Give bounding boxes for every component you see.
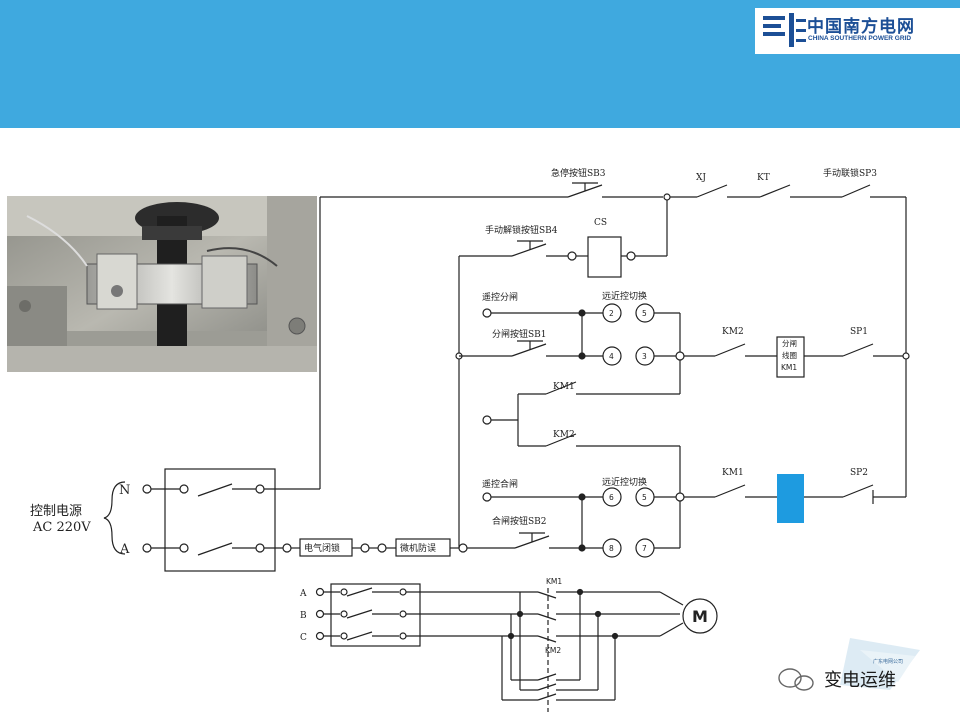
close-coil — [777, 474, 804, 523]
logo-english-name: CHINA SOUTHERN POWER GRID — [808, 35, 912, 42]
contact-number: 6 — [609, 493, 614, 502]
cs-coil — [587, 236, 622, 278]
coil1-text-1: 分闸 — [782, 339, 797, 348]
switch-bottom-label: 远近控切换 — [602, 476, 647, 488]
power-label-1: 控制电源 — [30, 504, 82, 519]
breaker-box — [164, 468, 276, 572]
motor-label: M — [692, 607, 708, 626]
xj-label: XJ — [696, 173, 706, 183]
cs-label: CS — [594, 218, 607, 228]
watermark-text: 变电运维 — [824, 670, 896, 691]
sb4-label: 手动解锁按钮SB4 — [485, 224, 558, 236]
equipment-photo — [7, 196, 317, 372]
km2-mid-label: KM2 — [553, 430, 575, 440]
company-logo: 中国南方电网 CHINA SOUTHERN POWER GRID — [755, 8, 960, 54]
coil1-text-2: 线圈 — [782, 350, 797, 360]
sp2-label: SP2 — [850, 468, 868, 478]
km1-bottom-label: KM1 — [722, 468, 744, 478]
contact-number: 4 — [609, 352, 614, 361]
km1-mid-label: KM1 — [553, 382, 575, 392]
contact-number: 5 — [642, 309, 647, 318]
sp3-label: 手动联锁SP3 — [823, 167, 877, 179]
phase-c-label: C — [300, 633, 307, 643]
contact-number: 8 — [609, 544, 614, 553]
contact-number: 7 — [642, 544, 647, 553]
kt-label: KT — [757, 173, 770, 183]
estop-label: 急停按钮SB3 — [551, 167, 606, 179]
phase-b-label: B — [300, 611, 307, 621]
contact-number: 2 — [609, 309, 614, 318]
km2-top-label: KM2 — [722, 327, 744, 337]
contact-number: 3 — [642, 352, 647, 361]
contact-number: 5 — [642, 493, 647, 502]
switch-top-label: 远近控切换 — [602, 290, 647, 302]
grid-logo-icon — [763, 13, 806, 47]
wechat-icon — [778, 668, 814, 691]
coil1-text-3: KM1 — [781, 363, 797, 372]
sb1-label: 分闸按钮SB1 — [492, 328, 547, 340]
motor-icon — [682, 598, 718, 634]
sb2-label: 合闸按钮SB2 — [492, 515, 547, 527]
n-terminal-label: N — [119, 483, 130, 498]
motor-km1-label: KM1 — [546, 577, 562, 586]
power-label-2: AC 220V — [32, 520, 91, 535]
sp1-label: SP1 — [850, 327, 868, 337]
watermark-sub: 广东电网公司 — [873, 658, 903, 665]
remote-close-label: 遥控合闸 — [482, 478, 518, 490]
open-coil-km1 — [776, 336, 805, 378]
watermark: 广东电网公司 变电运维 — [770, 630, 960, 720]
elec-lock-label: 电气闭锁 — [304, 542, 340, 554]
a-terminal-label: A — [119, 542, 130, 557]
phase-a-label: A — [299, 589, 307, 599]
micro-lock-label: 微机防误 — [400, 542, 436, 554]
motor-km2-label: KM2 — [545, 646, 561, 655]
logo-chinese-name: 中国南方电网 — [807, 17, 915, 37]
motor-main-circuit — [315, 583, 718, 712]
header-banner: 中国南方电网 CHINA SOUTHERN POWER GRID — [0, 0, 960, 128]
remote-open-label: 遥控分闸 — [482, 291, 518, 303]
